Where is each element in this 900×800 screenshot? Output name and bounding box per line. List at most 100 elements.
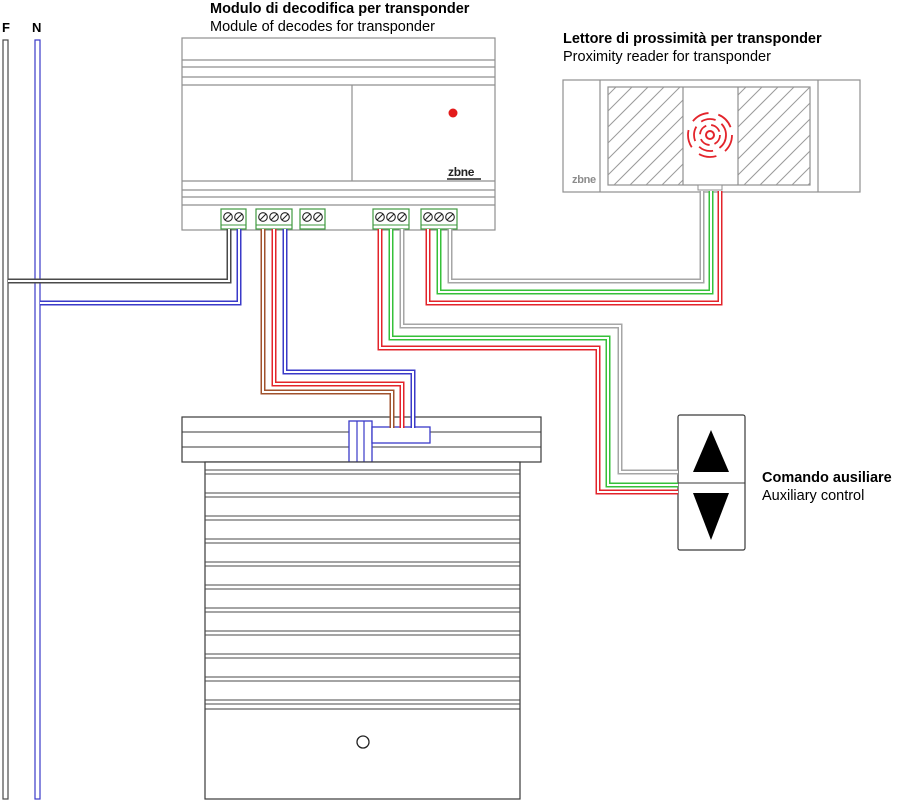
sensor-core: [705, 130, 715, 140]
shutter-handle-icon: [356, 735, 370, 749]
module-status-led: [448, 108, 458, 118]
terminal-screw: [423, 212, 433, 222]
decoder-module-subtitle: Module of decodes for transponder: [210, 19, 435, 35]
sensor-ring: [687, 112, 733, 158]
hatch-line: [607, 86, 649, 128]
neutral-rail: [34, 39, 41, 800]
terminal-screw: [234, 212, 244, 222]
phase-rail: [2, 39, 9, 800]
reader-wire-gray-core: [449, 191, 703, 282]
shutter-slat: [205, 538, 520, 544]
hatch-line: [743, 118, 811, 186]
proximity-reader: Lettore di prossimità per transponder Pr…: [562, 31, 861, 193]
hatch-line: [807, 182, 811, 186]
shutter-slat: [205, 561, 520, 567]
reader-wire-red-core: [427, 191, 721, 304]
shutter-slat: [205, 630, 520, 636]
shutter-slat: [205, 492, 520, 498]
aux-wire-green-core: [390, 229, 678, 486]
hatch-line: [759, 134, 811, 186]
motor-wire-blue-core: [284, 229, 414, 428]
terminal-screw: [313, 212, 323, 222]
reader-hatch-right: [737, 86, 811, 186]
terminal-block: [220, 208, 247, 230]
hatch-line: [607, 99, 684, 176]
hatch-line: [661, 163, 684, 186]
shutter-slat: [205, 515, 520, 521]
arrow-down-icon: [693, 493, 729, 540]
shutter-slat: [205, 584, 520, 590]
terminal-screw: [258, 212, 268, 222]
hatch-line: [737, 86, 763, 112]
auxiliary-control: Comando ausiliare Auxiliary control: [677, 414, 892, 551]
motor-coupling-body: [348, 420, 373, 463]
phase-wire: [8, 229, 232, 284]
terminal-screw: [223, 212, 233, 222]
hatch-line: [775, 150, 811, 186]
hatch-line: [645, 147, 684, 186]
terminal-screw: [280, 212, 290, 222]
terminal-screw: [375, 212, 385, 222]
reader-hatch-left: [607, 86, 684, 186]
shutter-slat: [205, 676, 520, 682]
hatch-line: [607, 86, 665, 144]
terminal-screw: [269, 212, 279, 222]
shutter-slat: [205, 607, 520, 613]
shutter-slat: [205, 699, 520, 705]
decoder-module: Modulo di decodifica per transponder Mod…: [181, 1, 496, 231]
module-logo: zbne: [448, 165, 475, 179]
motor-connector: [371, 426, 431, 444]
aux-wire-red-core: [379, 229, 678, 493]
hatch-line: [607, 86, 681, 160]
module-housing: [181, 37, 496, 231]
neutral-rail-label: N: [32, 20, 41, 35]
hatch-line: [607, 86, 633, 112]
aux-control-subtitle: Auxiliary control: [762, 488, 864, 504]
terminal-block: [299, 208, 326, 230]
reader-logo: zbne: [572, 174, 596, 186]
arrow-up-icon: [693, 430, 729, 472]
shutter-slat: [205, 653, 520, 659]
hatch-line: [737, 86, 795, 144]
neutral-wire: [40, 229, 242, 306]
hatch-line: [613, 115, 684, 186]
rfid-sensor-icon: [687, 112, 733, 158]
power-rails: F N: [2, 20, 41, 800]
sensor-ring: [693, 118, 727, 152]
motor-coupling: [348, 420, 431, 463]
motor-wire-brown: [260, 229, 395, 428]
hatch-line: [607, 86, 617, 96]
terminal-block: [420, 208, 458, 230]
aux-control-title: Comando ausiliare: [762, 470, 892, 486]
sensor-ring: [699, 124, 721, 146]
terminal-screw: [434, 212, 444, 222]
terminal-screw: [397, 212, 407, 222]
proximity-reader-subtitle: Proximity reader for transponder: [563, 49, 771, 65]
terminal-screw: [445, 212, 455, 222]
reader-wire-green-core: [438, 191, 712, 293]
terminal-screw: [302, 212, 312, 222]
hatch-line: [791, 166, 811, 186]
terminal-screw: [386, 212, 396, 222]
hatch-line: [677, 179, 684, 186]
aux-wire-gray-core: [401, 229, 678, 473]
shutter-slat: [205, 469, 520, 475]
reader-cable-tab: [697, 184, 723, 191]
motor-wire-brown-core: [262, 229, 393, 428]
hatch-line: [737, 86, 779, 128]
hatch-line: [629, 131, 684, 186]
terminal-block: [255, 208, 293, 230]
motor-wire-red: [271, 229, 405, 428]
hatch-line: [737, 102, 811, 176]
hatch-line: [737, 86, 811, 160]
roller-shutter: [181, 416, 542, 800]
wiring: [8, 191, 723, 495]
proximity-reader-title: Lettore di prossimità per transponder: [563, 31, 822, 47]
phase-rail-label: F: [2, 20, 10, 35]
neutral-wire-core: [40, 229, 240, 304]
shutter-slats: [205, 469, 520, 705]
terminal-block: [372, 208, 410, 230]
motor-wire-red-core: [273, 229, 403, 428]
hatch-line: [737, 86, 747, 96]
